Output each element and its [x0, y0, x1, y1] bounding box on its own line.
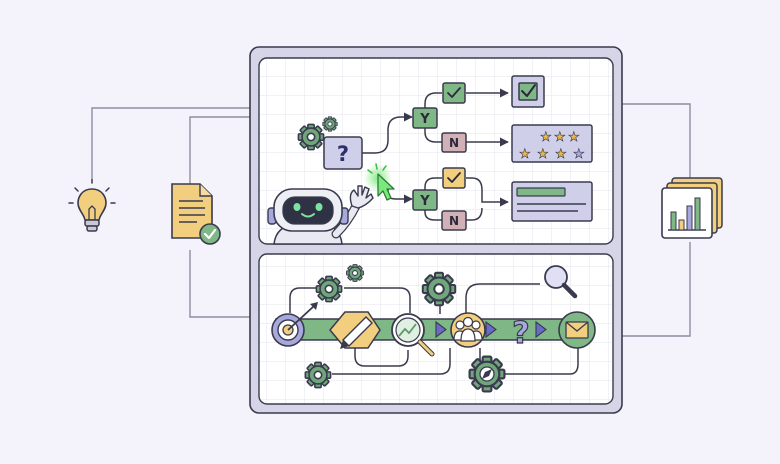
no-node: N: [441, 132, 467, 153]
yes-node: Y: [412, 189, 438, 211]
decision-panel: ? Y N Y N: [258, 57, 614, 245]
gear-icon: [322, 116, 338, 132]
svg-text:★: ★: [568, 130, 580, 145]
gear-icon: [297, 123, 325, 151]
svg-text:?: ?: [512, 316, 529, 351]
question-box: [323, 136, 363, 170]
check-node: [442, 82, 466, 104]
pencil-icon: [329, 311, 381, 349]
target-icon: [271, 302, 318, 347]
compass-icon: [468, 355, 506, 393]
no-node: N: [441, 210, 467, 231]
report-chart-icon: [661, 177, 723, 239]
svg-text:Y: Y: [419, 194, 430, 209]
svg-text:★: ★: [540, 130, 552, 145]
gear-icon: [421, 271, 457, 307]
svg-text:★: ★: [519, 147, 531, 162]
approved-checkbox: [511, 75, 545, 108]
lightbulb-icon: [68, 178, 116, 232]
text-card: [511, 181, 593, 222]
process-panel: ?: [258, 253, 614, 405]
gear-icon: [304, 361, 332, 389]
robot-icon: [267, 185, 374, 245]
outer-connectors: [91, 103, 691, 337]
gear-icon: [346, 264, 364, 282]
star-rating-card: ★ ★ ★ ★ ★ ★ ★: [511, 124, 593, 163]
svg-text:★: ★: [555, 147, 567, 162]
svg-text:★: ★: [537, 147, 549, 162]
cursor-click-icon: [364, 163, 395, 201]
svg-text:Y: Y: [419, 112, 430, 127]
gear-icon: [315, 275, 343, 303]
svg-text:N: N: [449, 214, 459, 228]
envelope-icon: [558, 311, 596, 349]
document-check-icon: [171, 183, 221, 245]
yes-node: Y: [412, 107, 438, 129]
svg-text:★: ★: [554, 130, 566, 145]
magnifier-chart-icon: [391, 313, 435, 357]
check-node: [442, 167, 466, 189]
svg-text:★: ★: [573, 147, 585, 162]
people-icon: [450, 312, 486, 348]
question-mark-icon: ?: [337, 142, 349, 166]
svg-text:N: N: [449, 136, 459, 150]
question-icon: ?: [512, 315, 531, 351]
search-icon: [544, 265, 578, 299]
